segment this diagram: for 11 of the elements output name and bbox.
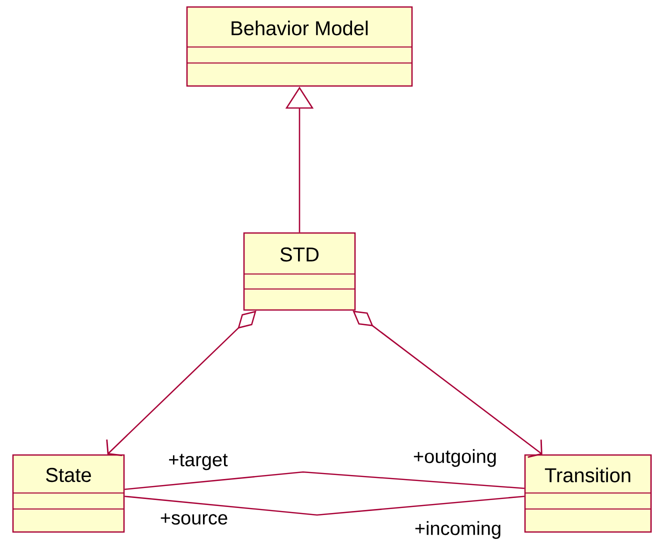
class-box: Behavior Model [186, 6, 413, 87]
association-arrow [106, 310, 256, 456]
role-label: +incoming [415, 521, 500, 539]
association-line [124, 471, 524, 490]
role-label: +outgoing [414, 449, 496, 467]
class-box: State [12, 454, 125, 533]
class-box: Transition [524, 454, 652, 533]
association-line [124, 496, 524, 516]
class-box: STD [243, 232, 356, 311]
role-label: +target [169, 454, 228, 470]
role-label: +source [160, 513, 228, 525]
